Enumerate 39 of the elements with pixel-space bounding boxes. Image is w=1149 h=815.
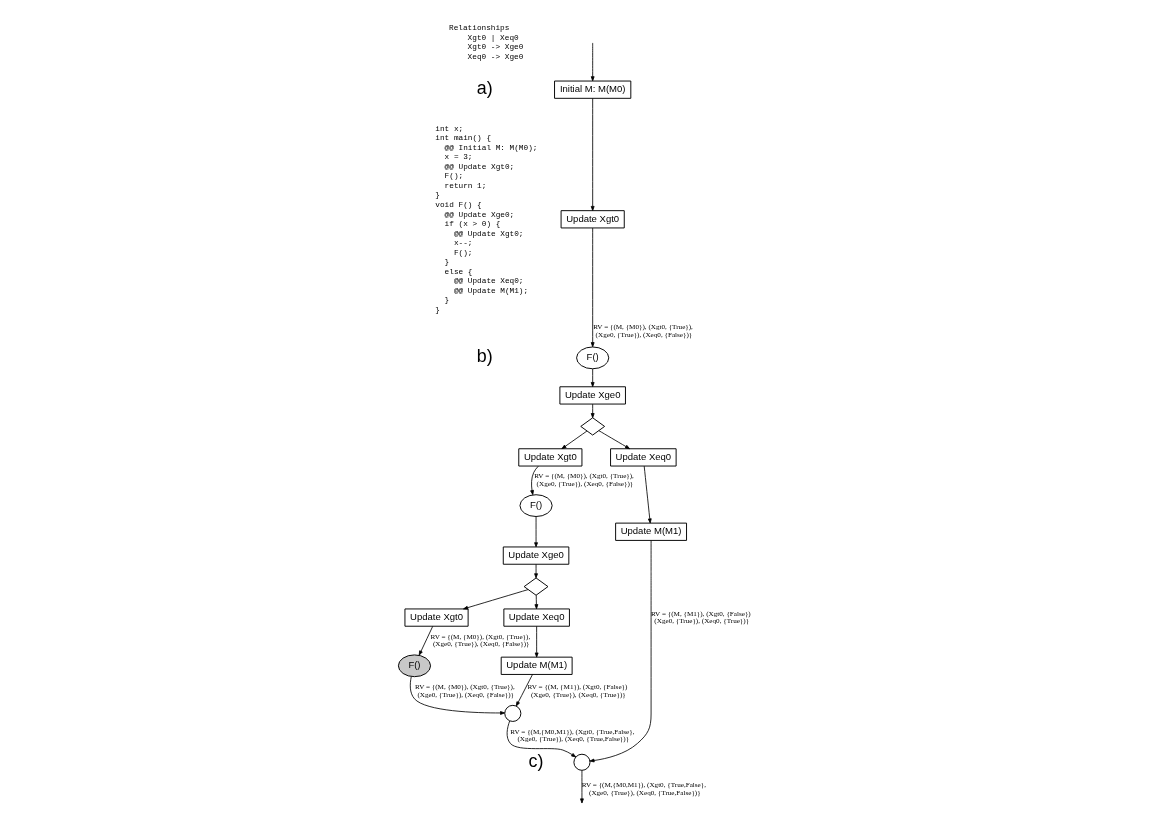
node-circle: [504, 704, 522, 722]
node-ellipse: F(): [576, 346, 610, 370]
arrow: [643, 465, 652, 524]
label: b): [476, 346, 493, 367]
node-diamond: [523, 577, 549, 596]
arrow: [580, 770, 584, 804]
arrow: [590, 403, 595, 419]
arrow: [506, 720, 577, 758]
node-box: Update Xgt0: [560, 210, 625, 229]
node-diamond: [580, 417, 606, 436]
arrow: [534, 625, 539, 658]
arrow: [463, 589, 529, 610]
node-box: Update Xeq0: [503, 608, 570, 627]
node-box: Update Xgt0: [518, 448, 583, 467]
node-box: Update M(M1): [500, 656, 573, 675]
node-ellipse: F(): [397, 654, 432, 678]
arrow: [590, 42, 595, 82]
node-box: Update M(M1): [615, 522, 688, 541]
arrow: [598, 430, 631, 450]
arrow: [534, 563, 538, 579]
node-ellipse: F(): [519, 494, 553, 517]
arrow: [418, 625, 434, 656]
node-box: Update Xeq0: [610, 448, 677, 467]
label: c): [528, 750, 544, 771]
arrow: [561, 430, 588, 450]
arrow: [534, 594, 539, 610]
node-box: Initial M: M(M0): [554, 80, 632, 99]
node-box: Update Xgt0: [404, 608, 469, 627]
label: a): [476, 78, 493, 99]
node-box: Update Xge0: [559, 386, 626, 405]
arrow: [515, 674, 533, 707]
arrow: [530, 465, 539, 496]
node-box: Update Xge0: [502, 546, 570, 565]
arrow: [590, 368, 595, 388]
arrow: [590, 227, 595, 348]
arrow: [589, 540, 652, 763]
arrow: [590, 98, 595, 211]
arrow: [409, 676, 506, 715]
arrow: [534, 516, 538, 548]
